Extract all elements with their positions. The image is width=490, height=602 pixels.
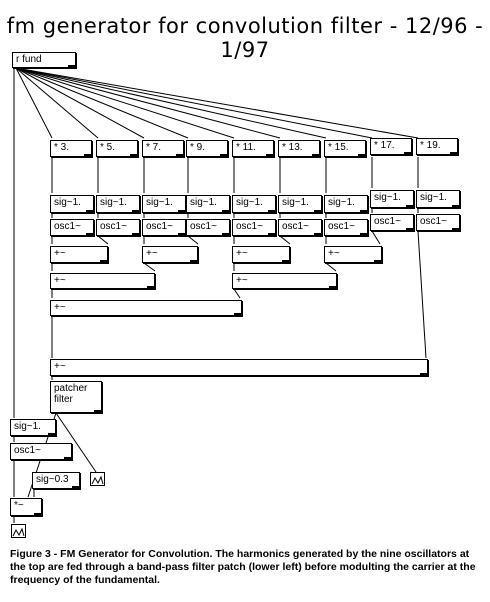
adder-layer2-left[interactable]: +~ bbox=[50, 273, 155, 289]
osc-object-2[interactable]: osc1~ bbox=[96, 219, 140, 236]
multiplier-19[interactable]: * 19. bbox=[416, 138, 458, 155]
sig-object-3[interactable]: sig~1. bbox=[142, 195, 186, 213]
gain-sig[interactable]: sig~0.3 bbox=[32, 472, 80, 489]
sig-object-6[interactable]: sig~1. bbox=[278, 195, 322, 213]
adder-final[interactable]: +~ bbox=[50, 359, 428, 376]
adder-7-9[interactable]: +~ bbox=[142, 246, 198, 263]
patcher-filter[interactable]: patcher filter bbox=[50, 381, 102, 413]
adder-layer3[interactable]: +~ bbox=[50, 300, 242, 316]
multiplier-7[interactable]: * 7. bbox=[142, 140, 184, 157]
osc-object-4[interactable]: osc1~ bbox=[186, 219, 230, 236]
adder-15-17[interactable]: +~ bbox=[324, 246, 382, 263]
osc-object-3[interactable]: osc1~ bbox=[142, 219, 186, 236]
carrier-osc[interactable]: osc1~ bbox=[10, 443, 72, 460]
multiplier-17[interactable]: * 17. bbox=[370, 138, 412, 155]
adder-layer2-right[interactable]: +~ bbox=[232, 273, 337, 289]
figure-caption: Figure 3 - FM Generator for Convolution.… bbox=[10, 548, 476, 586]
sig-object-8[interactable]: sig~1. bbox=[370, 190, 414, 208]
osc-object-9[interactable]: osc1~ bbox=[416, 214, 460, 231]
waveform-icon bbox=[91, 475, 104, 485]
sig-object-5[interactable]: sig~1. bbox=[232, 195, 276, 213]
multiplier-3[interactable]: * 3. bbox=[50, 140, 92, 157]
adder-11-13[interactable]: +~ bbox=[232, 246, 290, 263]
r-fund-object[interactable]: r fund bbox=[12, 52, 76, 68]
carrier-sig[interactable]: sig~1. bbox=[10, 419, 56, 436]
sig-object-1[interactable]: sig~1. bbox=[50, 195, 94, 213]
multiplier-15[interactable]: * 15. bbox=[324, 140, 366, 157]
multiplier-9[interactable]: * 9. bbox=[186, 140, 228, 157]
multiplier-5[interactable]: * 5. bbox=[96, 140, 138, 157]
waveform-icon bbox=[12, 527, 25, 537]
adder-1-3[interactable]: +~ bbox=[50, 246, 108, 263]
sig-object-4[interactable]: sig~1. bbox=[186, 195, 230, 213]
patcher-name: filter bbox=[54, 394, 73, 405]
osc-object-6[interactable]: osc1~ bbox=[278, 219, 322, 236]
osc-object-5[interactable]: osc1~ bbox=[232, 219, 276, 236]
multiplier-13[interactable]: * 13. bbox=[278, 140, 320, 157]
output-multiplier[interactable]: *~ bbox=[10, 498, 42, 516]
sig-object-2[interactable]: sig~1. bbox=[96, 195, 140, 213]
output-scope-icon[interactable] bbox=[11, 524, 26, 538]
osc-object-7[interactable]: osc1~ bbox=[324, 219, 368, 236]
scope-icon[interactable] bbox=[90, 472, 105, 486]
sig-object-7[interactable]: sig~1. bbox=[324, 195, 368, 213]
patcher-label: patcher bbox=[54, 383, 88, 394]
sig-object-9[interactable]: sig~1. bbox=[416, 190, 460, 208]
osc-object-8[interactable]: osc1~ bbox=[370, 214, 414, 231]
page-title: fm generator for convolution filter - 12… bbox=[6, 14, 484, 62]
osc-object-1[interactable]: osc1~ bbox=[50, 219, 94, 236]
multiplier-11[interactable]: * 11. bbox=[232, 140, 274, 157]
